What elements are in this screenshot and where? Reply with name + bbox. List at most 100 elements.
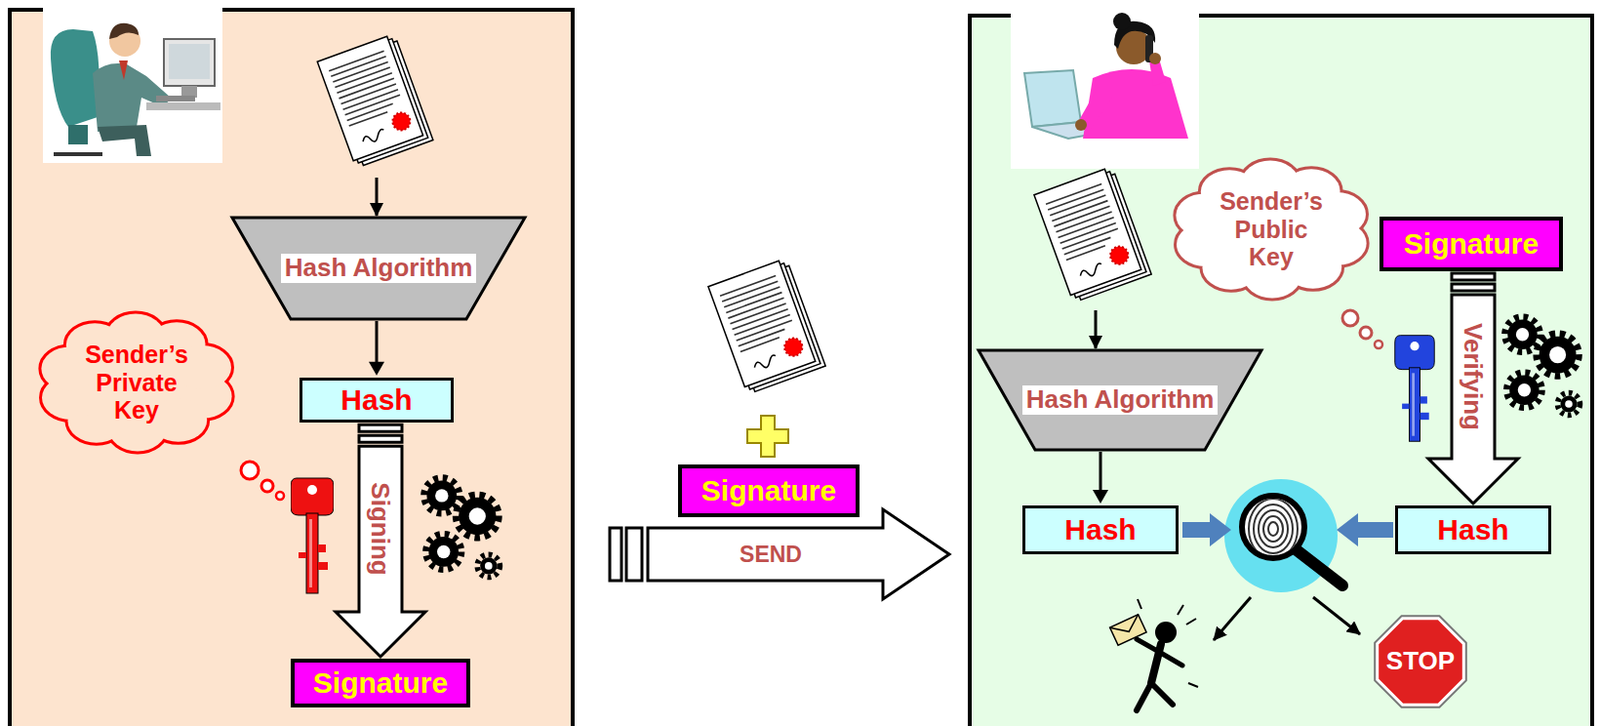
thought-bubble-dots [1374,340,1383,349]
cloud-outline [40,314,232,452]
block-arrow [335,445,426,657]
sender-person [119,60,128,80]
sender-person [146,102,221,111]
sender-person [42,0,223,163]
happy-figure [1155,621,1177,643]
hash-algorithm-funnel: Hash Algorithm [978,350,1262,450]
block-arrow [1428,273,1519,504]
sender-person [42,0,223,163]
hash-box: Hash [1395,505,1552,555]
compare-magnifier [1258,510,1288,548]
plus-sign [747,415,789,457]
flow-arrow [1094,310,1098,349]
sender-person [50,29,100,127]
stop-sign [1377,618,1465,706]
document-icon [1034,166,1152,304]
node-text: Hash [1437,513,1509,548]
edge-label: Signing [366,481,396,575]
hash-box: Hash [1022,505,1179,555]
cloud-outline [1175,160,1366,299]
send-label: SEND [736,541,805,567]
thought-cloud: Sender’s Public Key [1168,151,1374,308]
flow-arrow [1092,451,1109,504]
receiver-person [1149,52,1161,65]
document-icon [317,33,434,168]
private-key-icon [290,478,334,594]
node-text: Hash Algorithm [1022,385,1219,415]
compare-magnifier [1241,495,1305,559]
hash-algorithm-funnel: Hash Algorithm [232,217,525,320]
sender-person [97,124,152,157]
flow-arrow [1099,451,1103,492]
flow-arrow [375,320,379,364]
thought-bubble-dots [276,491,284,500]
gears-icon [1504,317,1580,416]
compare-arrow [1336,513,1394,547]
sender-person [156,95,196,102]
thought-cloud: Sender’s Private Key [34,304,240,461]
flow-arrow [1092,489,1109,504]
result-arrow [1213,597,1251,640]
public-key-icon [1395,335,1435,442]
sender-panel [9,9,573,726]
node-text: Hash Algorithm [280,253,478,283]
receiver-panel [969,15,1593,726]
node-text: Signature [1403,227,1539,262]
node-text: Hash [340,383,412,418]
happy-figure [1110,614,1144,639]
plus-sign [747,415,789,457]
public-key-icon [1395,335,1435,442]
node-text: Sender’s Private Key [84,340,189,425]
send-arrow [609,509,950,600]
compare-magnifier [1253,504,1293,554]
funnel-outline [978,350,1262,450]
sender-person [68,124,88,145]
thought-bubble-dots [261,480,274,492]
send-arrow [626,527,642,581]
stop-label: STOP [1383,646,1458,677]
cloud-outline [40,314,232,452]
hash-box: Hash [299,377,454,424]
flow-arrow [375,177,379,216]
receiver-person [1010,0,1200,169]
cloud-outline [1175,160,1366,299]
node-text: Signature [701,474,837,509]
receiver-person [1075,119,1087,131]
compare-magnifier [1248,498,1298,560]
happy-figure [1110,599,1199,711]
gears-icon [424,478,501,578]
signature-box: Signature [678,464,860,518]
sender-person [109,23,139,40]
happy-figure [1110,614,1147,646]
block-arrow [335,424,426,657]
happy-figure [1137,599,1199,687]
compare-arrow [1182,513,1232,547]
compare-magnifier [1268,521,1279,536]
send-arrow [647,509,950,600]
result-arrow [1213,597,1360,640]
block-arrow [359,435,402,442]
sender-person [53,152,103,157]
happy-figure [1136,682,1173,711]
private-key-icon [290,478,334,594]
result-arrow [1313,597,1360,635]
gears-icon [424,317,1581,578]
receiver-person [1010,0,1200,169]
receiver-panel [969,15,1593,726]
funnel-outline [232,217,525,320]
sender-person [168,43,210,80]
compare-magnifier [1295,549,1343,586]
happy-figure [1136,639,1183,666]
node-text: Hash [1064,513,1136,548]
thought-bubble-dots [240,461,259,480]
compare-magnifier [1224,479,1343,593]
compare-magnifier [1248,498,1298,560]
flow-arrow [368,361,385,376]
send-arrow [609,527,622,581]
compare-magnifier [1263,516,1283,542]
edge-label: Verifying [1459,322,1488,431]
flow-arrow [368,320,385,376]
